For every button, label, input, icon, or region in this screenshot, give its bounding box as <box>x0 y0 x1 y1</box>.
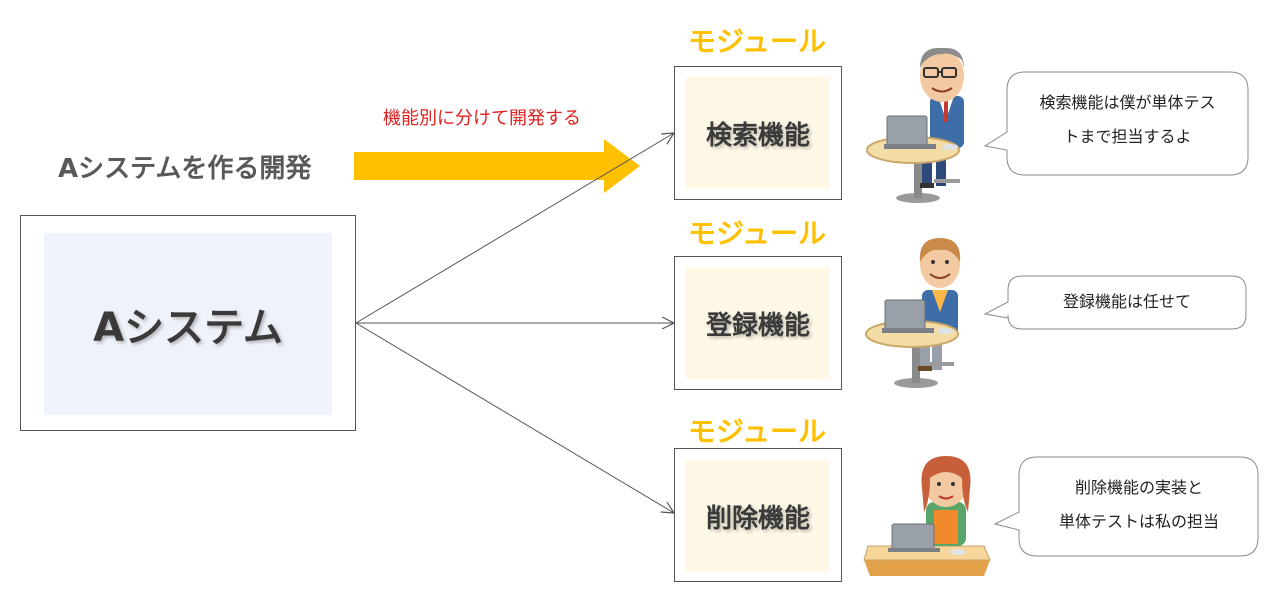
speech-bubble-1 <box>983 71 1249 176</box>
speech-bubble-1-text: 検索機能は僕が単体テス トまで担当するよ <box>1010 86 1245 154</box>
module-tag-register: モジュール <box>688 217 827 250</box>
developer-man-glasses-icon <box>866 47 964 203</box>
speech-bubble-3-line-1: 削除機能の実装と <box>1074 478 1203 497</box>
speech-bubble-3-line-2: 単体テストは私の担当 <box>1058 512 1219 531</box>
split-label: 機能別に分けて開発する <box>383 108 581 129</box>
developer-young-man-icon <box>865 238 961 388</box>
system-label: Aシステム <box>44 233 332 415</box>
speech-bubble-2-line-1: 登録機能は任せて <box>1062 292 1191 311</box>
development-arrow <box>354 139 640 193</box>
speech-bubble-3 <box>993 456 1259 557</box>
connector-line-delete <box>355 322 674 513</box>
speech-bubble-1-line-2: トまで担当するよ <box>1063 127 1192 146</box>
speech-bubble-3-text: 削除機能の実装と 単体テストは私の担当 <box>1022 471 1256 539</box>
module-tag-search: モジュール <box>688 25 827 58</box>
developer-woman-icon <box>863 456 991 576</box>
speech-bubble-2 <box>983 275 1247 330</box>
development-title: Aシステムを作る開発 <box>58 154 312 184</box>
connector-line-search <box>355 133 674 324</box>
module-tag-delete: モジュール <box>688 415 827 448</box>
speech-bubble-2-text: 登録機能は任せて <box>1010 285 1244 319</box>
module-name-delete: 削除機能 <box>686 460 830 572</box>
module-name-register: 登録機能 <box>686 267 830 379</box>
speech-bubble-1-line-1: 検索機能は僕が単体テス <box>1039 93 1216 112</box>
module-name-search: 検索機能 <box>686 77 830 189</box>
